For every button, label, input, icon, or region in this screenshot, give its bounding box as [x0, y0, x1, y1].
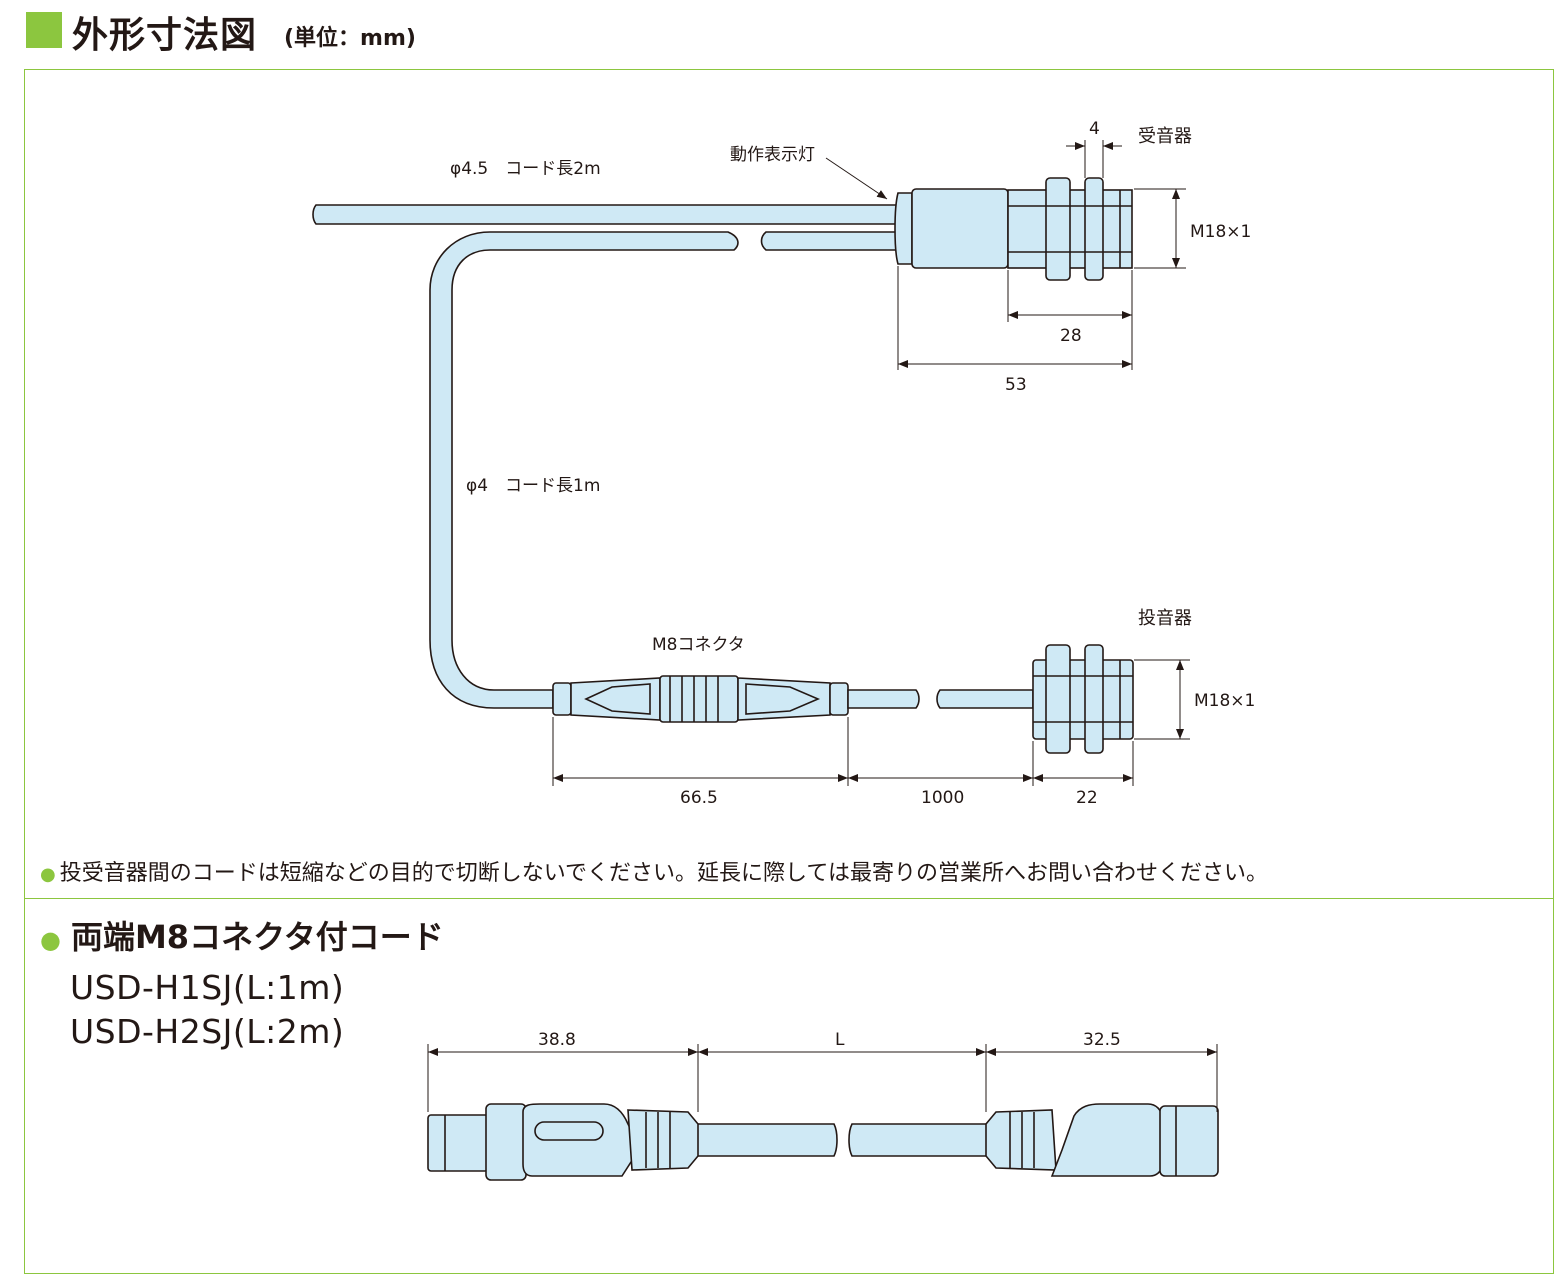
- emitter-nut-1: [1045, 644, 1071, 754]
- thread-upper-label: M18×1: [1190, 222, 1251, 242]
- dim-22-label: 22: [1076, 788, 1098, 808]
- left-connector-tip: [427, 1114, 489, 1172]
- receiver-nut-2: [1084, 177, 1104, 281]
- right-connector-nut: [1159, 1105, 1219, 1177]
- thread-lower-label: M18×1: [1194, 691, 1255, 711]
- dim-1000-label: 1000: [921, 788, 964, 808]
- connector-right-body: [737, 677, 831, 721]
- cable2-right: [848, 1123, 991, 1157]
- dim-53-label: 53: [1005, 375, 1027, 395]
- emitter-nut-2: [1084, 644, 1104, 754]
- dim-38-8-label: 38.8: [538, 1030, 576, 1050]
- receiver-nut-1: [1045, 177, 1071, 281]
- indicator-label: 動作表示灯: [730, 145, 815, 165]
- panel-divider: [24, 898, 1554, 899]
- header-square-icon: [26, 12, 62, 48]
- left-connector-nut: [485, 1103, 527, 1181]
- dim-66-5-label: 66.5: [680, 788, 718, 808]
- lower-cable-top-right: [760, 231, 899, 251]
- unit-label: (単位：mm): [284, 26, 416, 51]
- model-label-2: USD-H2SJ(L:2m): [70, 1012, 345, 1051]
- dim-32-5-label: 32.5: [1083, 1030, 1121, 1050]
- model-label-1: USD-H1SJ(L:1m): [70, 968, 345, 1007]
- receiver-label: 受音器: [1138, 126, 1192, 147]
- lower-cable-bottom-right: [936, 689, 1034, 709]
- connector-left-sleeve: [552, 682, 572, 716]
- dim-L-label: L: [835, 1030, 845, 1050]
- left-strain-relief: [627, 1109, 699, 1171]
- dim-4-label: 4: [1089, 119, 1100, 139]
- connector-nut: [659, 675, 739, 723]
- bullet-icon: ●: [40, 926, 61, 954]
- right-connector-body: [1050, 1103, 1163, 1177]
- connector-right-sleeve: [829, 682, 849, 716]
- bullet-icon: ●: [40, 864, 56, 885]
- right-strain-relief: [985, 1109, 1057, 1171]
- caution-note: ●投受音器間のコードは短縮などの目的で切断しないでください。延長に際しては最寄り…: [40, 855, 1268, 887]
- dim-28-label: 28: [1060, 326, 1082, 346]
- section-title-text: 両端M8コネクタ付コード: [70, 918, 444, 956]
- upper-cable: [312, 204, 899, 225]
- lower-cable-top-left: [429, 231, 739, 709]
- drawing-panel: [24, 69, 1554, 1274]
- left-connector-slot: [534, 1121, 604, 1141]
- section-title: ● 両端M8コネクタ付コード: [40, 912, 444, 958]
- cable-upper-label: φ4.5 コード長2m: [450, 159, 601, 179]
- caution-note-text: 投受音器間のコードは短縮などの目的で切断しないでください。延長に際しては最寄りの…: [59, 861, 1268, 886]
- connector-label: M8コネクタ: [652, 635, 745, 655]
- lower-cable-bottom-left: [847, 689, 920, 709]
- cable-lower-label: φ4 コード長1m: [466, 476, 600, 496]
- emitter-label: 投音器: [1138, 608, 1192, 629]
- cable2-left: [689, 1123, 838, 1157]
- receiver-rear-cap: [894, 192, 913, 265]
- page-title: 外形寸法図: [72, 15, 258, 56]
- receiver-body: [911, 188, 1009, 269]
